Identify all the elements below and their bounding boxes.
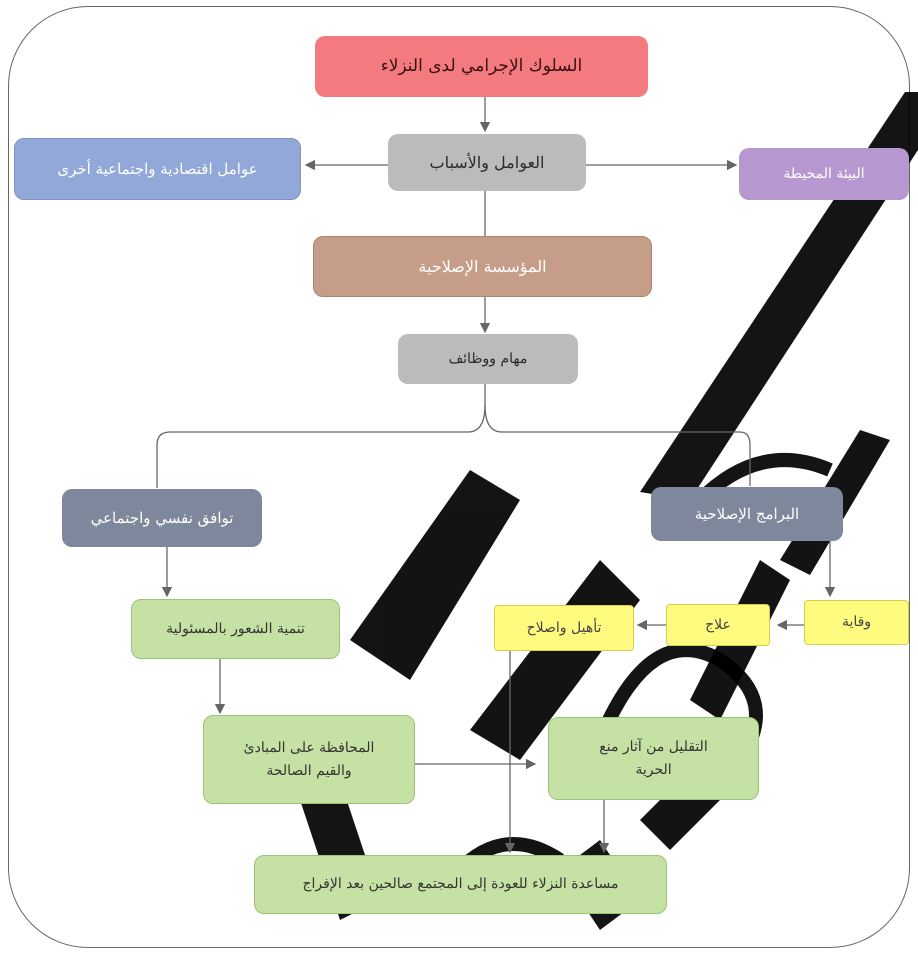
node-factors-causes: العوامل والأسباب (388, 134, 586, 191)
node-programs: البرامج الإصلاحية (651, 487, 843, 541)
node-values-line-1: المحافظة على المبادئ (243, 740, 375, 757)
node-other-factors: عوامل اقتصادية واجتماعية أخرى (14, 138, 301, 200)
brace-right (484, 404, 751, 486)
node-reduce-line-1: التقليل من آثار منع (599, 739, 708, 756)
node-reduce-line-2: الحرية (635, 761, 672, 778)
node-treatment: علاج (666, 604, 770, 646)
node-responsibility: تنمية الشعور بالمسئولية (131, 599, 340, 659)
node-adjustment: توافق نفسي واجتماعي (62, 489, 262, 547)
node-values-line-2: والقيم الصالحة (266, 762, 352, 779)
node-tasks-functions: مهام ووظائف (398, 334, 578, 384)
node-prevention: وقاية (804, 600, 909, 645)
node-deviant-behavior: السلوك الإجرامي لدى النزلاء (315, 36, 648, 97)
node-institution: المؤسسة الإصلاحية (313, 236, 652, 297)
node-values: المحافظة على المبادئ والقيم الصالحة (203, 715, 415, 804)
brace-left (156, 384, 486, 488)
node-reduce-effects: التقليل من آثار منع الحرية (548, 717, 759, 800)
node-rehabilitation: تأهيل واصلاح (494, 605, 634, 651)
node-reintegration: مساعدة النزلاء للعودة إلى المجتمع صالحين… (254, 855, 667, 914)
diagram-frame (8, 6, 910, 948)
node-environment: البيئة المحيطة (739, 148, 909, 200)
